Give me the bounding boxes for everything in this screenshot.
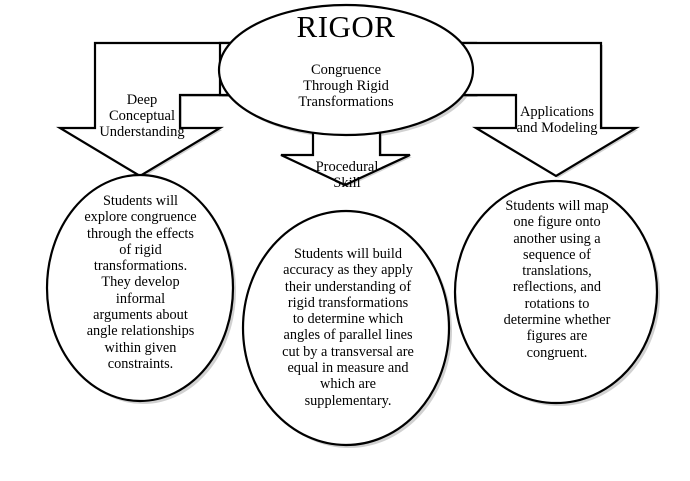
leaf-oval-middle [241,209,451,447]
root-subtitle: Congruence Through Rigid Transformations [298,62,394,111]
branch-label-deep-conceptual-understanding: Deep Conceptual Understanding [99,92,185,141]
leaf-text-deep-conceptual-understanding: Students will explore congruence through… [84,193,197,372]
root-title: RIGOR [296,9,396,44]
leaf-text-applications-and-modeling: Students will map one figure onto anothe… [503,198,611,361]
root-oval [217,3,475,137]
leaf-oval-left [45,173,235,403]
branch-label-applications-and-modeling: Applications and Modeling [516,104,598,137]
leaf-oval-right [453,179,659,405]
branch-label-procedural-skill: Procedural Skill [315,159,379,192]
leaf-text-procedural-skill: Students will build accuracy as they app… [282,246,414,409]
